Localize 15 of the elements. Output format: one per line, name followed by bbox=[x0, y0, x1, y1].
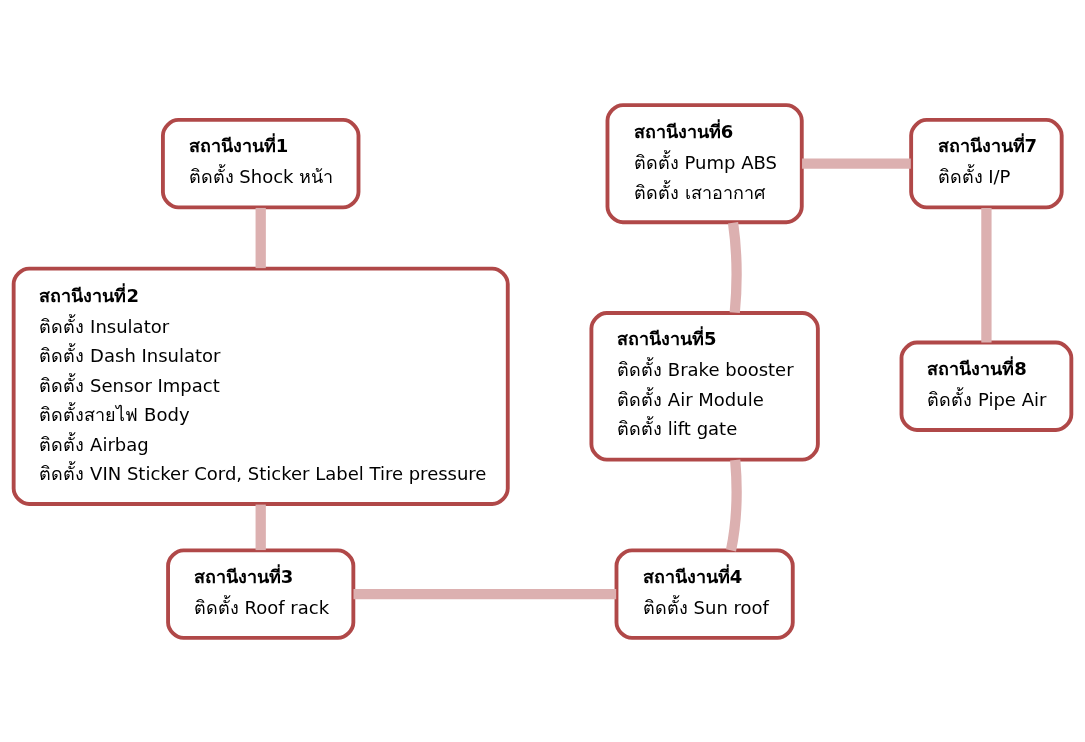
node-box: สถานีงานที่5 ติดตั้ง Brake booster ติดตั้ง Air Module ติดตั้ง lift gate bbox=[589, 310, 820, 462]
connector bbox=[727, 221, 742, 313]
node-box: สถานีงานที่8 ติดตั้ง Pipe Air bbox=[899, 340, 1074, 432]
connector bbox=[255, 504, 266, 550]
node-box: สถานีงานที่4 ติดตั้ง Sun roof bbox=[614, 547, 795, 640]
node-box: สถานีงานที่7 ติดตั้ง I/P bbox=[909, 117, 1064, 209]
connector bbox=[802, 158, 911, 169]
connector bbox=[981, 207, 992, 343]
node-box: สถานีงานที่1 ติดตั้ง Shock หน้า bbox=[161, 117, 361, 209]
connector bbox=[353, 588, 617, 599]
connector bbox=[725, 459, 742, 551]
node-box: สถานีงานที่2 ติดตั้ง Insulator ติดตั้ง Dash Insulator ติดตั้ง Sensor Impact ติดตั้งสายไฟ Body ติดตั้ง Airbag ติดตั้ง VIN Sticker Cord, Sticker Label Tire pressure bbox=[11, 266, 510, 506]
connector bbox=[255, 207, 266, 268]
node-box: สถานีงานที่3 ติดตั้ง Roof rack bbox=[166, 547, 356, 640]
node-box: สถานีงานที่6 ติดตั้ง Pump ABS ติดตั้ง เสาอากาศ bbox=[605, 102, 804, 224]
